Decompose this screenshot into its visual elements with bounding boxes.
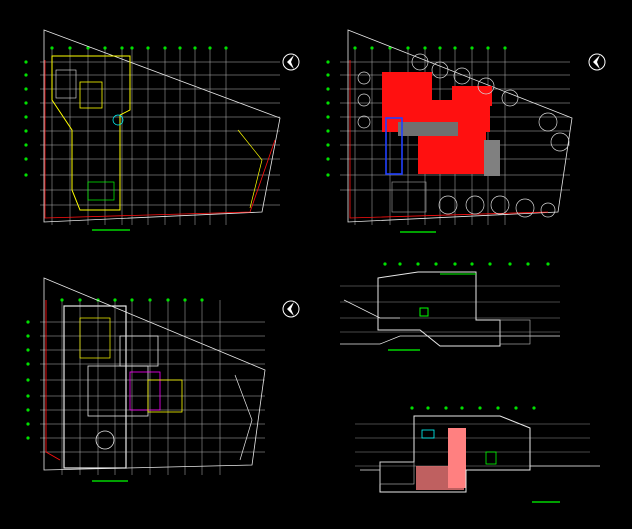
room-block xyxy=(79,317,111,359)
north-arrow-icon xyxy=(282,53,300,71)
terrain-line xyxy=(360,465,600,471)
building-footprint-red xyxy=(418,132,486,174)
site-plan-sheet[interactable] xyxy=(24,29,281,231)
tree-symbols xyxy=(357,53,570,218)
stair-core xyxy=(79,81,103,109)
blue-stair-outline xyxy=(385,117,403,175)
room-block-magenta xyxy=(129,371,161,411)
service-block-gray xyxy=(484,140,500,176)
window-green xyxy=(419,307,429,317)
section-sheet-upper[interactable] xyxy=(340,262,560,351)
courtyard xyxy=(55,69,77,99)
building-walls xyxy=(63,305,127,469)
round-stair xyxy=(95,430,115,450)
property-line xyxy=(45,300,61,461)
property-line xyxy=(44,60,276,219)
site-boundary xyxy=(43,29,281,223)
hatched-wall xyxy=(499,319,531,345)
ramp xyxy=(87,181,115,201)
window-cyan xyxy=(421,429,435,439)
site-boundary xyxy=(347,29,573,223)
grid-axis-markers xyxy=(24,46,228,177)
round-feature xyxy=(112,114,124,126)
grid-axis-markers xyxy=(383,262,550,266)
site-plan-colored-sheet[interactable] xyxy=(326,29,573,233)
building-outline xyxy=(51,55,131,211)
room-block-yellow xyxy=(147,379,183,413)
north-arrow-icon xyxy=(282,300,300,318)
courtyard-gray xyxy=(398,122,458,136)
terrace-edge xyxy=(234,374,253,461)
terrain-line xyxy=(340,335,560,345)
north-arrow-icon xyxy=(588,53,606,71)
building-footprint-red xyxy=(452,86,492,106)
property-line xyxy=(349,60,549,219)
parking-area xyxy=(391,181,427,213)
grid-axis-markers xyxy=(410,406,536,410)
hatched-wall xyxy=(379,461,415,485)
level-lines xyxy=(340,285,560,333)
terrace-edge xyxy=(237,129,263,209)
section-fill-pink xyxy=(416,466,464,490)
level-lines xyxy=(355,423,590,467)
site-boundary xyxy=(43,277,266,471)
axis-grid xyxy=(340,48,570,225)
floor-plan-sheet[interactable] xyxy=(26,277,266,482)
canopy-structure xyxy=(343,299,400,319)
grid-axis-markers xyxy=(326,46,507,177)
section-sheet-lower[interactable] xyxy=(355,406,600,503)
window-green xyxy=(485,451,497,465)
